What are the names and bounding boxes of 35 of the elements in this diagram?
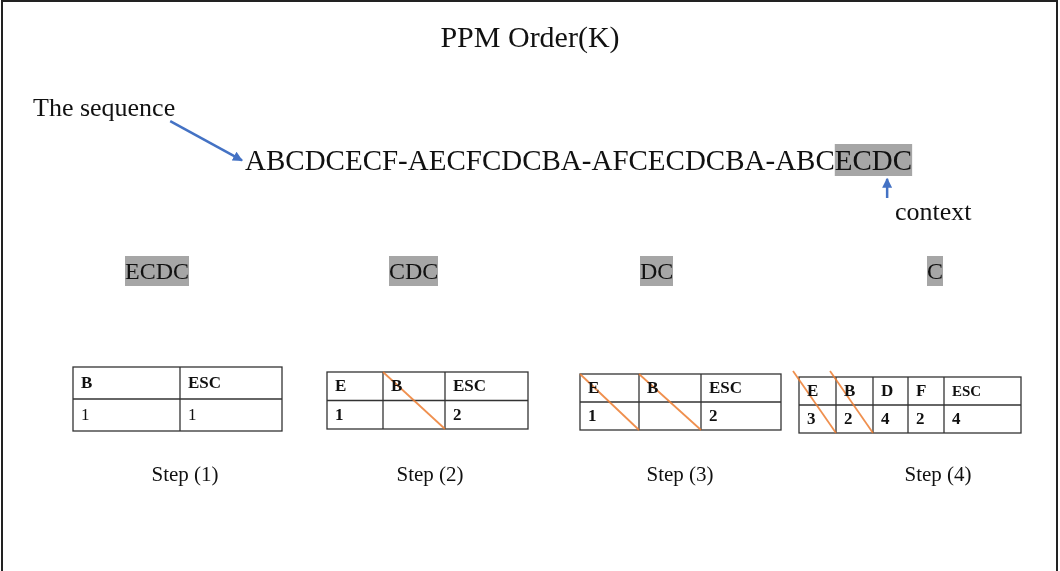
- step-caption: Step (1): [150, 462, 220, 487]
- symbol-header: ESC: [708, 377, 743, 399]
- count-value: 3: [806, 408, 816, 430]
- sequence-label: The sequence: [33, 92, 176, 124]
- count-value: 2: [915, 408, 925, 430]
- context-label: context: [895, 196, 972, 228]
- count-value: 2: [843, 408, 853, 430]
- count-value: 2: [452, 403, 462, 426]
- symbol-header: E: [806, 380, 819, 402]
- step-caption: Step (3): [645, 462, 715, 487]
- count-value: 4: [951, 408, 961, 430]
- count-value: 1: [334, 403, 344, 426]
- step-caption: Step (2): [395, 462, 465, 487]
- symbol-header: ESC: [951, 382, 982, 401]
- count-value: 2: [708, 405, 718, 427]
- count-value: 1: [587, 405, 597, 427]
- context-string: DC: [640, 256, 674, 286]
- symbol-header: ESC: [452, 375, 487, 398]
- symbol-header: F: [915, 380, 927, 402]
- step-caption: Step (4): [903, 462, 973, 487]
- sequence-text: ABCDCECF-AECFCDCBA-AFCECDCBA-ABCECDC: [245, 143, 913, 178]
- arrow: [169, 120, 243, 162]
- context-string: ECDC: [125, 256, 189, 286]
- count-value: 1: [187, 404, 197, 426]
- symbol-header: B: [80, 372, 93, 394]
- count-value: 4: [880, 408, 890, 430]
- symbol-header: ESC: [187, 372, 222, 394]
- title: PPM Order(K): [439, 20, 621, 54]
- count-value: 1: [80, 404, 90, 426]
- arrow: [882, 177, 893, 198]
- symbol-header: E: [334, 375, 347, 398]
- context-string: C: [927, 256, 943, 286]
- symbol-header: B: [843, 380, 856, 402]
- context-string: CDC: [389, 256, 439, 286]
- symbol-header: D: [880, 380, 894, 402]
